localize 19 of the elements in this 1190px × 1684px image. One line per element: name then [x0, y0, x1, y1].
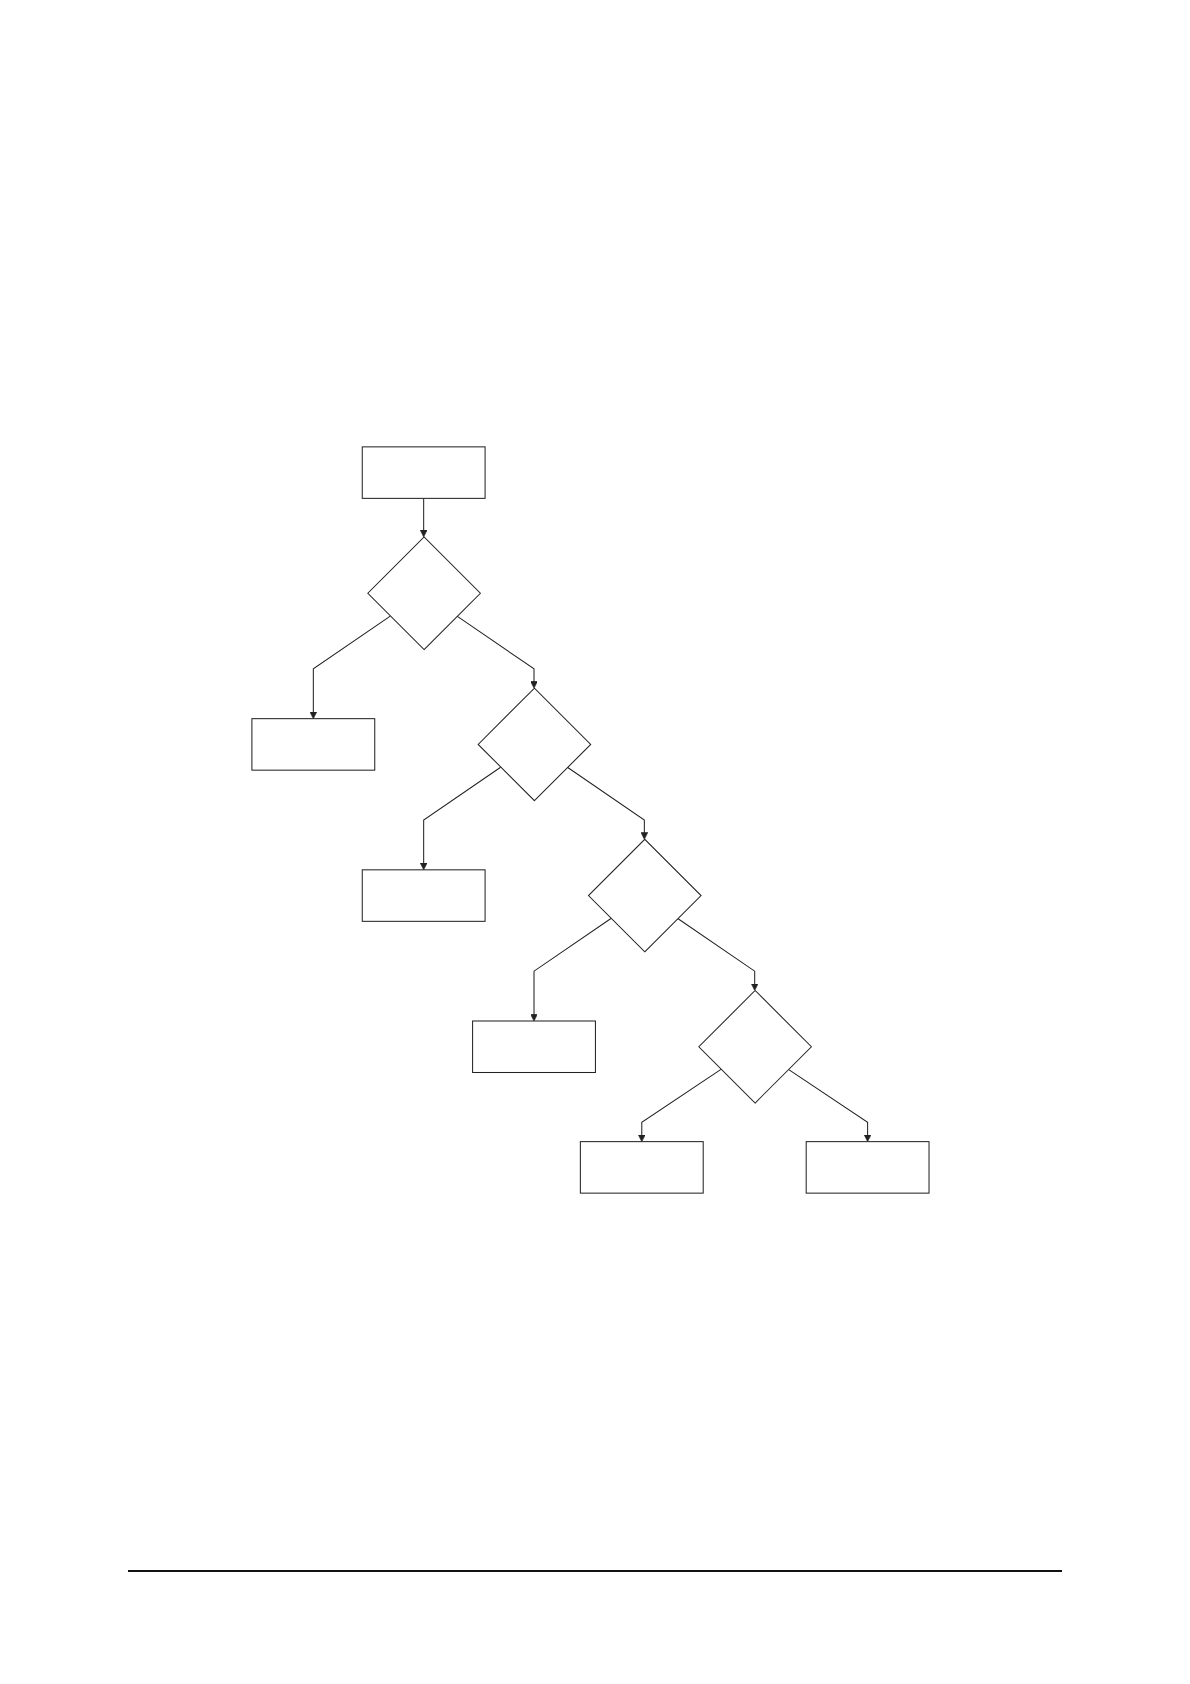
node-box — [805, 1141, 930, 1194]
arrow — [309, 615, 391, 719]
arrow — [637, 1068, 722, 1142]
arrow — [419, 766, 501, 871]
node-box — [361, 869, 486, 922]
node-diamond — [366, 536, 481, 651]
node-diamond — [476, 687, 591, 802]
node-box — [250, 718, 375, 771]
arrow — [419, 497, 427, 538]
node-box — [471, 1020, 596, 1073]
arrow — [676, 917, 758, 991]
arrow — [566, 766, 648, 840]
node-diamond — [697, 989, 812, 1104]
node-diamond — [587, 838, 702, 953]
node-box — [579, 1141, 704, 1194]
node-box — [361, 446, 486, 499]
arrow — [529, 917, 611, 1022]
arrow — [456, 615, 538, 689]
arrow — [787, 1068, 871, 1142]
